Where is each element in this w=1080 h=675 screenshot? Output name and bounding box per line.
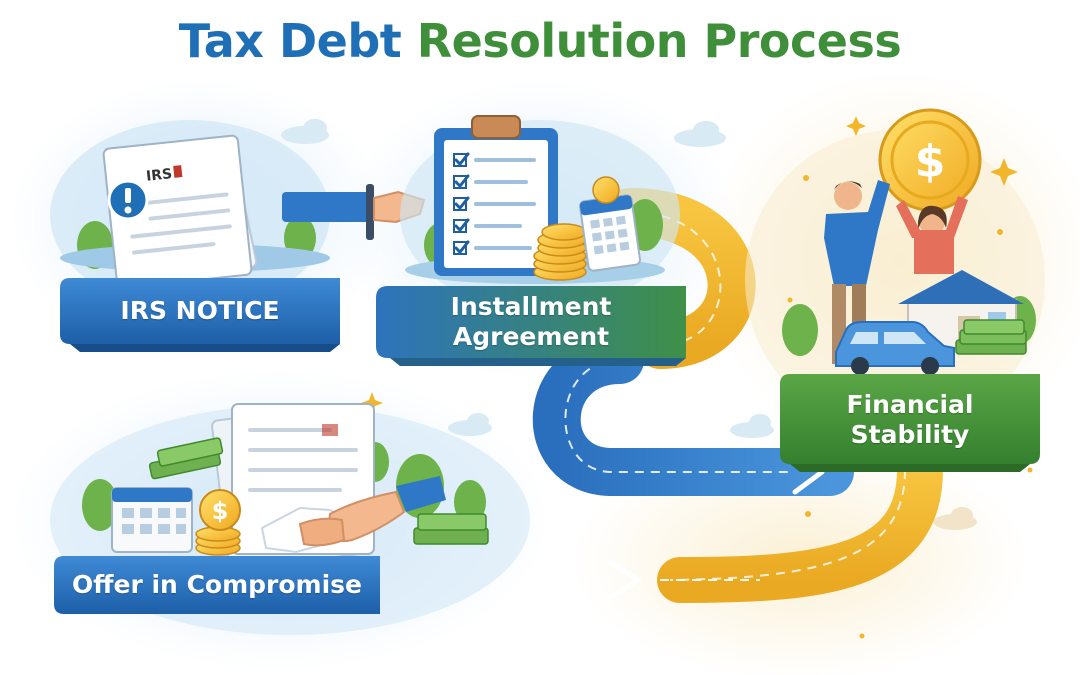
sparkle-icon	[361, 116, 1033, 639]
cash-icon	[148, 437, 489, 545]
arrow-icon	[607, 559, 641, 601]
handshake-icon	[260, 476, 446, 554]
stage-label-offer-in-compromise: Offer in Compromise	[72, 570, 362, 599]
stage-label-financial-stability: Financial Stability	[780, 390, 1040, 450]
stage-financial-stability: $	[361, 108, 1045, 639]
irs-document-mark: IRS	[145, 166, 173, 185]
coins-icon	[195, 526, 241, 556]
banner-irs-notice	[60, 278, 340, 352]
stage-label-line: Stability	[850, 420, 970, 449]
clipboard-icon	[434, 115, 558, 276]
stage-label-irs-notice: IRS NOTICE	[120, 296, 280, 325]
document-icon: IRS	[102, 134, 258, 291]
dollar-coin-icon	[592, 176, 620, 204]
title-part-resolution-process: Resolution Process	[416, 14, 902, 68]
page-title: Tax Debt Resolution Process	[0, 14, 1080, 68]
coins-icon	[533, 223, 587, 281]
stage-label-line: Agreement	[452, 322, 610, 351]
stage-installment-agreement	[400, 115, 680, 310]
cloud-icon	[281, 119, 977, 530]
dollar-coin-icon: $	[878, 108, 982, 212]
svg-text:$: $	[915, 136, 946, 187]
banner-installment-agreement	[376, 286, 686, 366]
svg-text:$: $	[212, 497, 229, 525]
stage-label-installment-agreement: Installment Agreement	[376, 292, 686, 352]
banner-offer-in-compromise	[54, 556, 380, 614]
cash-icon	[955, 319, 1027, 355]
dollar-coin-icon: $	[199, 489, 241, 531]
stage-label-line: Installment	[450, 292, 612, 321]
banner-financial-stability	[780, 374, 1040, 472]
alert-icon	[107, 179, 149, 221]
stage-irs-notice: IRS	[50, 120, 426, 310]
stage-label-line: Financial	[846, 390, 974, 419]
calendar-icon	[111, 487, 193, 553]
car-icon	[835, 321, 955, 375]
calendar-icon	[579, 176, 641, 272]
checklist-icon	[453, 152, 536, 255]
title-part-tax-debt: Tax Debt	[178, 14, 402, 68]
